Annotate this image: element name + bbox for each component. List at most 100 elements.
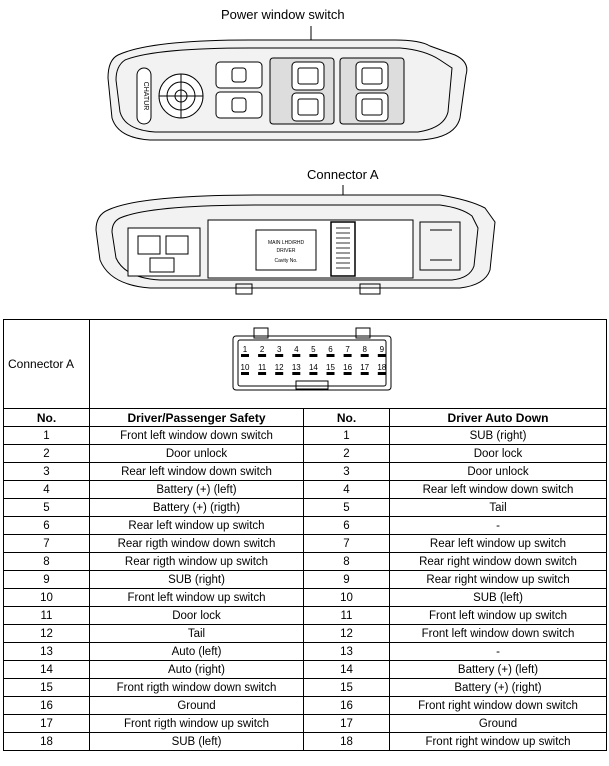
pin-label-18: 18 [377,363,386,372]
pin-number-right: 5 [303,498,390,517]
pin-number-right: 14 [303,660,390,679]
pin-number-left: 4 [3,480,90,499]
pin-function-right: Front left window up switch [388,606,608,625]
pin-label-1: 1 [243,345,248,354]
pin-terminal-18 [377,372,386,375]
pin-function-right: Rear left window up switch [388,534,608,553]
pin-label-5: 5 [311,345,316,354]
pin-terminal-10 [241,372,249,375]
pin-label-13: 13 [292,363,301,372]
pin-label-17: 17 [360,363,369,372]
pin-function-left: SUB (left) [89,732,304,751]
pin-label-2: 2 [260,345,265,354]
pin-number-left: 17 [3,714,90,733]
switch-top-view-drawing: CHATUR [107,26,468,141]
pin-number-left: 14 [3,660,90,679]
pin-number-left: 1 [3,426,90,445]
power-window-switch-label: Power window switch [221,7,345,22]
pin-function-right: Battery (+) (right) [388,678,608,697]
pin-number-left: 16 [3,696,90,715]
pin-number-right: 3 [303,462,390,481]
pin-number-right: 18 [303,732,390,751]
svg-text:MAIN LHD/RHD: MAIN LHD/RHD [268,240,305,246]
pin-label-3: 3 [277,345,282,354]
pin-number-left: 11 [3,606,90,625]
header-driver-passenger-safety: Driver/Passenger Safety [89,408,304,427]
pin-terminal-8 [360,354,369,357]
pin-function-left: Rear left window up switch [89,516,304,535]
svg-text:DRIVER: DRIVER [277,248,296,254]
pin-number-right: 7 [303,534,390,553]
pin-function-right: - [388,516,608,535]
pin-function-right: Door lock [388,444,608,463]
header-driver-auto-down: Driver Auto Down [388,408,608,427]
pin-label-4: 4 [294,345,299,354]
pin-function-right: Battery (+) (left) [388,660,608,679]
pin-function-left: Front left window up switch [89,588,304,607]
pin-number-right: 1 [303,426,390,445]
pin-label-8: 8 [362,345,367,354]
pin-number-left: 7 [3,534,90,553]
pin-function-right: Ground [388,714,608,733]
pin-function-left: Rear rigth window down switch [89,534,304,553]
pin-number-right: 13 [303,642,390,661]
pin-function-left: Tail [89,624,304,643]
pin-terminal-2 [258,354,267,357]
pin-function-right: Door unlock [388,462,608,481]
header-no-right: No. [303,408,390,427]
pin-function-left: Rear left window down switch [89,462,304,481]
pin-function-right: Front right window up switch [388,732,608,751]
pin-terminal-13 [292,372,301,375]
pin-number-left: 9 [3,570,90,589]
connector-name-cell: Connector A [3,319,90,409]
pin-number-left: 13 [3,642,90,661]
pin-function-right: Rear right window up switch [388,570,608,589]
pin-number-right: 12 [303,624,390,643]
pin-number-right: 16 [303,696,390,715]
pin-number-left: 8 [3,552,90,571]
pin-number-left: 18 [3,732,90,751]
pin-label-6: 6 [328,345,333,354]
pin-function-left: Front left window down switch [89,426,304,445]
pin-label-16: 16 [343,363,352,372]
pin-terminal-6 [326,354,335,357]
pin-number-right: 2 [303,444,390,463]
pin-function-right: SUB (right) [388,426,608,445]
connector-a-label: Connector A [307,167,379,182]
pin-number-left: 6 [3,516,90,535]
pin-label-9: 9 [380,345,385,354]
pin-number-right: 9 [303,570,390,589]
pin-terminal-12 [275,372,284,375]
pin-terminal-4 [292,354,301,357]
pin-function-left: Front rigth window up switch [89,714,304,733]
pin-terminal-1 [241,354,249,357]
pin-number-left: 15 [3,678,90,697]
pin-terminal-11 [258,372,267,375]
pin-number-left: 12 [3,624,90,643]
pin-function-left: Battery (+) (rigth) [89,498,304,517]
pin-label-10: 10 [241,363,250,372]
pin-function-left: Battery (+) (left) [89,480,304,499]
pin-function-left: Auto (right) [89,660,304,679]
svg-text:CHATUR: CHATUR [142,82,149,111]
pin-terminal-3 [275,354,284,357]
pin-function-left: Front rigth window down switch [89,678,304,697]
